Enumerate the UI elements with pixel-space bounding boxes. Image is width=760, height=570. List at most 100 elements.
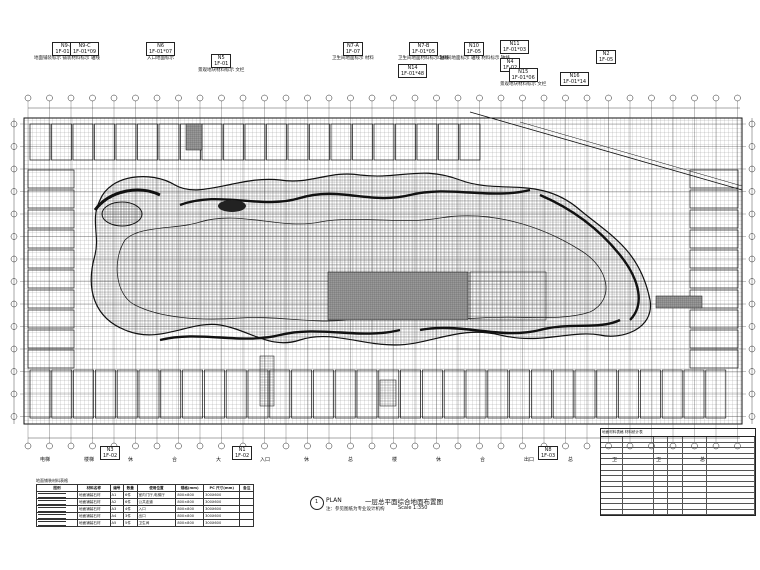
table-cell: [601, 464, 624, 470]
table-cell: [623, 481, 654, 487]
shop-unit-south: [138, 369, 160, 419]
table-cell: [668, 459, 683, 464]
axis-bubble-top: [239, 94, 247, 102]
axis-bubble-top: [175, 94, 182, 102]
shop-unit-north: [459, 123, 481, 161]
axis-bubble-top: [519, 94, 526, 102]
table-cell: [623, 459, 654, 464]
tag-code: N8: [544, 447, 552, 453]
legend-cell: 地面铺装石材: [77, 519, 111, 527]
legend-header: 数量: [123, 484, 138, 492]
space-label: 电梯: [40, 457, 51, 463]
tag-code: N10: [468, 43, 479, 49]
table-cell: [707, 448, 755, 453]
table-cell: [601, 448, 624, 453]
tag-ref: 1F-01*48: [401, 71, 425, 77]
axis-bubble-bottom: [218, 442, 225, 450]
legend-header: 备注: [239, 484, 254, 492]
shop-unit-south: [552, 369, 574, 419]
shop-unit-west: [27, 289, 75, 309]
table-cell: [683, 487, 708, 492]
table-cell: [707, 453, 755, 459]
axis-bubble-top: [476, 94, 483, 102]
table-cell: [668, 476, 683, 481]
tag-note: 景观地块材料标示 文栏: [500, 82, 547, 87]
legend-cell: 地面铺装石材: [77, 512, 111, 520]
central-core: [327, 271, 547, 321]
tag-code: N9-C: [78, 43, 91, 49]
table-cell: [668, 492, 683, 498]
shop-unit-south: [422, 369, 443, 419]
axis-bubble-top: [325, 94, 333, 102]
table-cell: [601, 487, 624, 492]
shop-unit-south: [378, 369, 400, 419]
axis-bubble-bottom: [89, 442, 96, 450]
axis-bubble-bottom: [390, 442, 397, 450]
tag-code: N15: [518, 69, 529, 75]
legend-cell: 800×800: [175, 519, 205, 527]
shop-unit-west: [27, 169, 75, 189]
table-cell: [707, 498, 755, 504]
tag-code: N16: [569, 73, 580, 79]
table-cell: [683, 492, 708, 498]
drawing-subtitle: 注：参见图纸为专业设计机构: [326, 507, 385, 512]
space-label: 楼梯: [84, 457, 95, 463]
table-cell: [668, 504, 683, 509]
table-cell: [623, 470, 654, 476]
table-cell: [601, 437, 624, 442]
table-cell: [623, 509, 654, 515]
table-cell: [601, 498, 624, 504]
shop-unit-east: [689, 309, 739, 329]
shop-unit-west: [27, 349, 75, 369]
legend-cell: [35, 505, 79, 513]
table-cell: [654, 437, 669, 442]
table-cell: [654, 470, 669, 476]
legend-cell: A1: [109, 491, 125, 499]
tag-note: 卫生间地面标示 材料: [332, 56, 374, 61]
axis-bubble-top: [89, 94, 96, 102]
table-cell: [683, 459, 708, 464]
shop-unit-west: [27, 209, 75, 229]
space-label: 合: [480, 457, 486, 463]
axis-bubble-bottom: [347, 442, 354, 450]
shop-unit-south: [29, 369, 51, 419]
table-cell: [601, 442, 624, 448]
table-cell: [623, 437, 654, 442]
shop-unit-north: [223, 123, 244, 161]
tag-code: N2: [602, 51, 610, 57]
shop-unit-south: [51, 369, 73, 419]
stair-hatches: [185, 123, 703, 407]
shop-unit-north: [330, 123, 352, 161]
table-cell: [601, 509, 624, 515]
table-cell: [601, 481, 624, 487]
table-cell: [683, 448, 708, 453]
table-cell: [601, 492, 624, 498]
table-row: [601, 481, 755, 488]
tag-code: N1: [238, 447, 246, 453]
space-label: 楼: [392, 457, 398, 463]
table-cell: [668, 442, 683, 448]
legend-cell: [239, 519, 254, 527]
tag-ref: 1F-05: [466, 49, 482, 55]
axis-bubble-bottom: [562, 442, 569, 450]
legend-header: 使用位置: [136, 484, 177, 492]
table-cell: [683, 476, 708, 481]
legend-cell: 300X600: [203, 498, 241, 506]
shop-unit-north: [373, 123, 395, 161]
table-cell: [668, 464, 683, 470]
table-cell: [707, 459, 755, 464]
axis-bubble-top: [196, 94, 204, 102]
shop-unit-east: [689, 269, 739, 289]
table-cell: [668, 453, 683, 459]
shop-unit-south: [465, 369, 487, 419]
legend-cell: [35, 498, 79, 506]
